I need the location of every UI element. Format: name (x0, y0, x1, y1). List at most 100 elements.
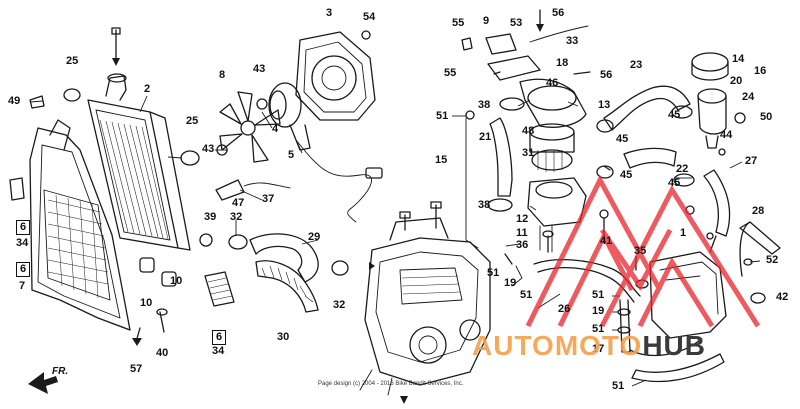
callout-3: 3 (326, 7, 333, 19)
callout-51: 51 (520, 289, 533, 301)
callout-27: 27 (745, 155, 758, 167)
callout-55: 55 (444, 67, 457, 79)
callout-6-boxed: 6 (16, 262, 31, 277)
callout-15: 15 (435, 154, 448, 166)
callout-49: 49 (8, 95, 21, 107)
fan-motor (256, 82, 383, 223)
callout-54: 54 (363, 11, 376, 23)
callout-30: 30 (277, 331, 290, 343)
callout-11: 11 (516, 227, 528, 239)
callout-34: 34 (16, 237, 29, 249)
radiator-shroud (9, 119, 131, 331)
callout-51: 51 (592, 323, 605, 335)
callout-36: 36 (516, 239, 529, 251)
callout-51: 51 (436, 110, 449, 122)
callout-32: 32 (230, 211, 243, 223)
callout-33: 33 (566, 35, 579, 47)
front-direction-label: FR. (52, 366, 69, 377)
callout-13: 13 (598, 99, 611, 111)
callout-29: 29 (308, 231, 321, 243)
watermark-part-moto: MOTO (554, 330, 643, 361)
callout-52: 52 (766, 254, 779, 266)
callout-50: 50 (760, 111, 773, 123)
callout-34: 34 (212, 345, 225, 357)
callout-24: 24 (742, 91, 755, 103)
callout-6-boxed: 6 (16, 220, 31, 235)
callout-19: 19 (504, 277, 517, 289)
callout-44: 44 (720, 129, 733, 141)
overflow-tube (631, 353, 725, 383)
callout-8: 8 (219, 69, 226, 81)
callout-40: 40 (156, 347, 169, 359)
callout-5: 5 (288, 149, 295, 161)
callout-39: 39 (204, 211, 217, 223)
hose-15 (465, 117, 479, 249)
callout-1: 1 (680, 227, 687, 239)
callout-41: 41 (600, 235, 613, 247)
callout-21: 21 (479, 131, 492, 143)
watermark-part-auto: AUTO (472, 330, 555, 361)
callout-38: 38 (478, 99, 491, 111)
callout-56: 56 (552, 7, 565, 19)
reserve-tank-cap (691, 52, 746, 156)
hose-clamp-32 (228, 234, 248, 250)
callout-20: 20 (730, 75, 743, 87)
callout-51: 51 (592, 289, 605, 301)
callout-45: 45 (668, 177, 681, 189)
watermark-text: AUTOMOTOHUB (472, 330, 706, 362)
callout-4: 4 (272, 123, 279, 135)
callout-2: 2 (144, 83, 151, 95)
callout-18: 18 (556, 57, 569, 69)
callout-45: 45 (668, 109, 681, 121)
callout-10: 10 (140, 297, 153, 309)
callout-56: 56 (600, 69, 613, 81)
callout-43: 43 (202, 143, 215, 155)
callout-55: 55 (452, 17, 465, 29)
callout-19: 19 (592, 305, 605, 317)
radiator-hose-upper (603, 85, 691, 131)
callout-28: 28 (752, 205, 765, 217)
callout-35: 35 (634, 245, 647, 257)
callout-43: 43 (253, 63, 266, 75)
callout-38: 38 (478, 199, 491, 211)
callout-31: 31 (522, 147, 535, 159)
callout-45: 45 (616, 133, 629, 145)
callout-42: 42 (776, 291, 789, 303)
callout-25: 25 (186, 115, 199, 127)
callout-47: 47 (232, 197, 245, 209)
callout-17: 17 (592, 343, 605, 355)
callout-48: 48 (522, 125, 535, 137)
radiator (87, 73, 191, 287)
callout-25: 25 (66, 55, 79, 67)
callout-37: 37 (262, 193, 275, 205)
callout-32: 32 (333, 299, 346, 311)
callout-45: 45 (620, 169, 633, 181)
callout-16: 16 (754, 65, 767, 77)
hose-27 (703, 169, 731, 237)
callout-22: 22 (676, 163, 689, 175)
copyright-notice: Page design (c) 2004 - 2016 Bike Bandit … (318, 381, 464, 387)
water-pipe-21 (489, 117, 513, 197)
callout-12: 12 (516, 213, 529, 225)
strainer (204, 271, 235, 307)
watermark-part-hub: HUB (642, 330, 706, 361)
fr-arrow-icon (28, 372, 58, 394)
radiator-hose-lower (249, 233, 319, 313)
callout-53: 53 (510, 17, 523, 29)
callout-6-boxed: 6 (212, 330, 227, 345)
callout-46: 46 (546, 77, 559, 89)
callout-26: 26 (558, 303, 571, 315)
fan-shroud (295, 30, 376, 121)
cooling-fan (219, 91, 281, 163)
callout-9: 9 (483, 15, 490, 27)
callout-51: 51 (487, 267, 500, 279)
callout-7: 7 (19, 280, 26, 292)
engine (359, 201, 491, 396)
callout-10: 10 (170, 275, 183, 287)
grommet-25 (63, 88, 81, 102)
callout-57: 57 (130, 363, 143, 375)
callout-51: 51 (612, 380, 625, 392)
